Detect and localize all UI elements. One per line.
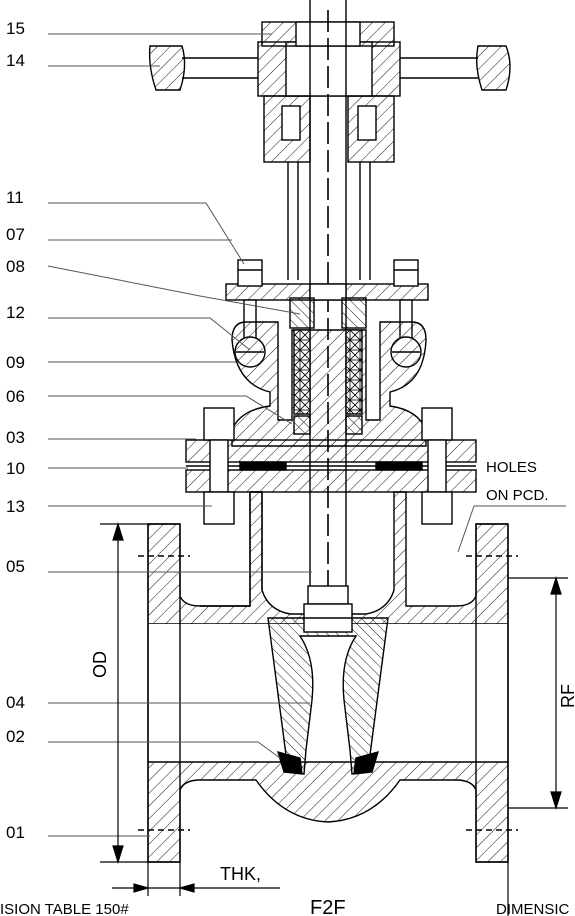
part-label-06: 06 — [6, 387, 25, 406]
part-label-14: 14 — [6, 51, 25, 70]
part-label-03: 03 — [6, 428, 25, 447]
part-label-04: 04 — [6, 693, 25, 712]
holes-label: HOLES — [486, 459, 537, 476]
part-labels: 15 14 11 07 08 12 09 06 03 10 13 05 04 0… — [6, 19, 25, 842]
rf-label: RF — [558, 684, 575, 708]
part-label-05: 05 — [6, 557, 25, 576]
dimension-caption-right: DIMENSIC — [496, 901, 570, 916]
part-label-01: 01 — [6, 823, 25, 842]
thk-label: THK, — [220, 864, 261, 884]
yoke-sleeve — [263, 95, 395, 280]
part-label-07: 07 — [6, 225, 25, 244]
wedge — [267, 603, 389, 775]
bonnet — [231, 321, 427, 447]
handwheel — [148, 21, 511, 97]
f2f-label: F2F — [310, 897, 346, 916]
part-label-10: 10 — [6, 459, 25, 478]
holes-on-pcd-label: ON PCD. — [486, 487, 549, 504]
part-label-08: 08 — [6, 257, 25, 276]
part-label-13: 13 — [6, 497, 25, 516]
part-label-09: 09 — [6, 353, 25, 372]
dimension-table-caption: ISION TABLE 150# — [0, 901, 129, 916]
part-label-02: 02 — [6, 727, 25, 746]
part-label-12: 12 — [6, 303, 25, 322]
dimension-lines — [100, 521, 568, 916]
part-label-15: 15 — [6, 19, 25, 38]
leader-lines — [47, 33, 566, 837]
bonnet-flange — [185, 407, 477, 525]
od-label: OD — [90, 651, 110, 678]
valve-body — [138, 491, 518, 863]
part-label-11: 11 — [6, 188, 24, 207]
